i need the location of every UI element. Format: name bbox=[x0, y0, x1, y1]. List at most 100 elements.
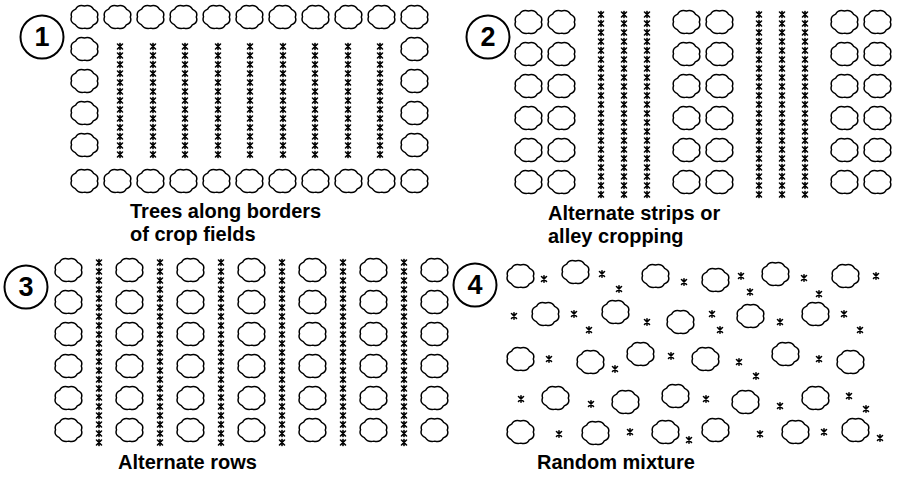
tree bbox=[582, 422, 609, 445]
crop-row bbox=[642, 10, 652, 199]
crop-row bbox=[115, 42, 125, 159]
crop bbox=[600, 271, 605, 277]
crop bbox=[864, 406, 869, 412]
crop-row bbox=[343, 42, 353, 159]
tree-row bbox=[68, 165, 431, 197]
crop-row bbox=[148, 42, 158, 159]
crop bbox=[778, 319, 783, 325]
crop-row bbox=[310, 42, 320, 159]
crop bbox=[822, 429, 827, 435]
crop bbox=[710, 311, 715, 317]
crop-row bbox=[375, 42, 385, 159]
number-circle: 4 bbox=[452, 262, 498, 308]
tree bbox=[802, 387, 829, 410]
crop-row bbox=[245, 42, 255, 159]
tree bbox=[612, 391, 639, 414]
tree-row bbox=[68, 33, 101, 161]
crop bbox=[547, 356, 552, 362]
tree-row bbox=[296, 254, 329, 446]
tree bbox=[692, 348, 719, 371]
tree-strip bbox=[828, 6, 894, 198]
random-trees bbox=[507, 261, 869, 445]
crop bbox=[878, 435, 883, 441]
tree bbox=[702, 269, 729, 292]
tree bbox=[542, 387, 569, 410]
crop bbox=[682, 279, 687, 285]
crop bbox=[587, 327, 592, 333]
tree-row bbox=[235, 254, 268, 446]
crop bbox=[572, 311, 577, 317]
crop bbox=[704, 396, 709, 402]
tree bbox=[737, 305, 764, 328]
tree bbox=[832, 265, 859, 288]
tree bbox=[667, 311, 694, 334]
crop-row bbox=[94, 258, 104, 447]
tree bbox=[782, 421, 809, 444]
number-circle: 1 bbox=[19, 14, 65, 60]
tree-strip bbox=[670, 6, 736, 198]
tree bbox=[602, 301, 629, 324]
crop bbox=[669, 353, 674, 359]
tree-row bbox=[113, 254, 146, 446]
tree bbox=[842, 419, 869, 442]
crop bbox=[542, 276, 547, 282]
crop bbox=[737, 359, 742, 365]
crop-row bbox=[155, 258, 165, 447]
tree bbox=[577, 351, 604, 374]
tree-row bbox=[357, 254, 390, 446]
crop-row bbox=[180, 42, 190, 159]
tree bbox=[702, 419, 729, 442]
panel-number: 4 bbox=[467, 272, 482, 299]
crop bbox=[645, 319, 650, 325]
tree bbox=[507, 348, 534, 371]
tree bbox=[762, 263, 789, 286]
tree-row bbox=[398, 33, 431, 161]
crop bbox=[557, 431, 562, 437]
tree bbox=[627, 343, 654, 366]
circle-outline bbox=[5, 266, 48, 309]
tree bbox=[732, 391, 759, 414]
crop bbox=[778, 403, 783, 409]
panel-caption: Alternate rows bbox=[118, 451, 328, 474]
panel-caption: Alternate strips or alley cropping bbox=[548, 202, 758, 248]
tree bbox=[772, 343, 799, 366]
tree bbox=[507, 421, 534, 444]
crop bbox=[687, 437, 692, 443]
crop bbox=[758, 431, 763, 437]
crop-row bbox=[216, 258, 226, 447]
crop-row bbox=[754, 10, 764, 199]
crop bbox=[874, 273, 879, 279]
crop bbox=[847, 393, 852, 399]
crop bbox=[512, 313, 517, 319]
crop-rows bbox=[94, 258, 409, 447]
crop-row bbox=[619, 10, 629, 199]
crop bbox=[754, 373, 759, 379]
crop bbox=[802, 275, 807, 281]
crop-row bbox=[213, 42, 223, 159]
crop-rows bbox=[115, 42, 385, 159]
panel-number: 3 bbox=[18, 274, 33, 301]
tree bbox=[507, 265, 534, 288]
tree-strips bbox=[512, 6, 894, 198]
crop-row bbox=[800, 10, 810, 199]
tree-rows bbox=[52, 254, 451, 446]
crop bbox=[589, 401, 594, 407]
circle-outline bbox=[454, 264, 497, 307]
tree bbox=[802, 303, 829, 326]
crop bbox=[842, 311, 847, 317]
crop-strips bbox=[596, 10, 810, 199]
panel-caption: Random mixture bbox=[537, 451, 747, 474]
panel-caption: Trees along borders of crop fields bbox=[130, 200, 340, 246]
crop-row bbox=[277, 258, 287, 447]
crop bbox=[817, 356, 822, 362]
tree bbox=[837, 351, 864, 374]
crop bbox=[617, 286, 622, 292]
crop bbox=[519, 396, 524, 402]
tree bbox=[652, 421, 679, 444]
crop-row bbox=[777, 10, 787, 199]
tree bbox=[532, 303, 559, 326]
tree-row bbox=[418, 254, 451, 446]
crop bbox=[748, 289, 753, 295]
number-circle: 2 bbox=[465, 14, 511, 60]
